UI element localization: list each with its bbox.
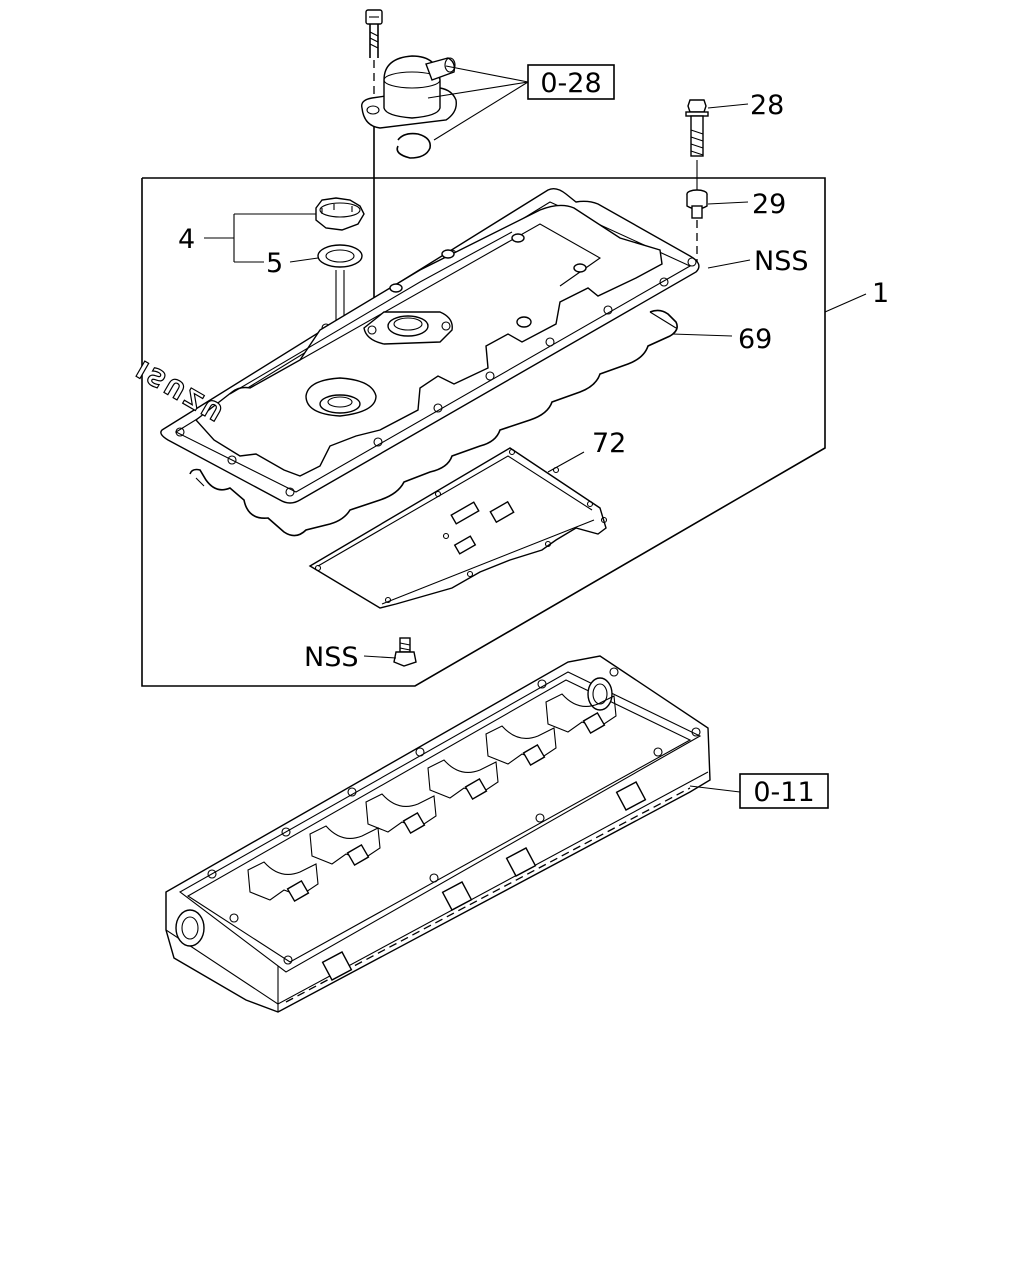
svg-text:0-28: 0-28: [540, 68, 601, 99]
callout-seal[interactable]: 5: [266, 248, 283, 279]
flange-bolt: [685, 99, 709, 190]
callout-assembly[interactable]: 1: [872, 278, 889, 309]
callout-ref-breather[interactable]: 0-28: [527, 64, 615, 100]
cylinder-head: [165, 655, 741, 1013]
head-cover: ISUZU: [131, 187, 733, 537]
grommet: [686, 189, 708, 262]
callout-ref-head[interactable]: 0-11: [739, 773, 829, 809]
oil-filler-cap: [315, 197, 365, 231]
baffle-plate: [308, 447, 608, 609]
callout-grommet[interactable]: 29: [752, 189, 786, 220]
cap-bracket: [204, 213, 319, 263]
callout-nss-bottom[interactable]: NSS: [304, 642, 358, 673]
callout-plate[interactable]: 72: [592, 428, 626, 459]
isuzu-logo: ISUZU: [132, 355, 231, 428]
assembly-frame: [141, 177, 826, 687]
callout-nss-top[interactable]: NSS: [754, 246, 808, 277]
svg-text:0-11: 0-11: [753, 777, 814, 808]
callout-gasket[interactable]: 69: [738, 324, 772, 355]
callout-cap[interactable]: 4: [178, 224, 195, 255]
plate-screw: [363, 637, 417, 667]
callout-bolt[interactable]: 28: [750, 90, 784, 121]
breather-assembly: [361, 9, 529, 320]
